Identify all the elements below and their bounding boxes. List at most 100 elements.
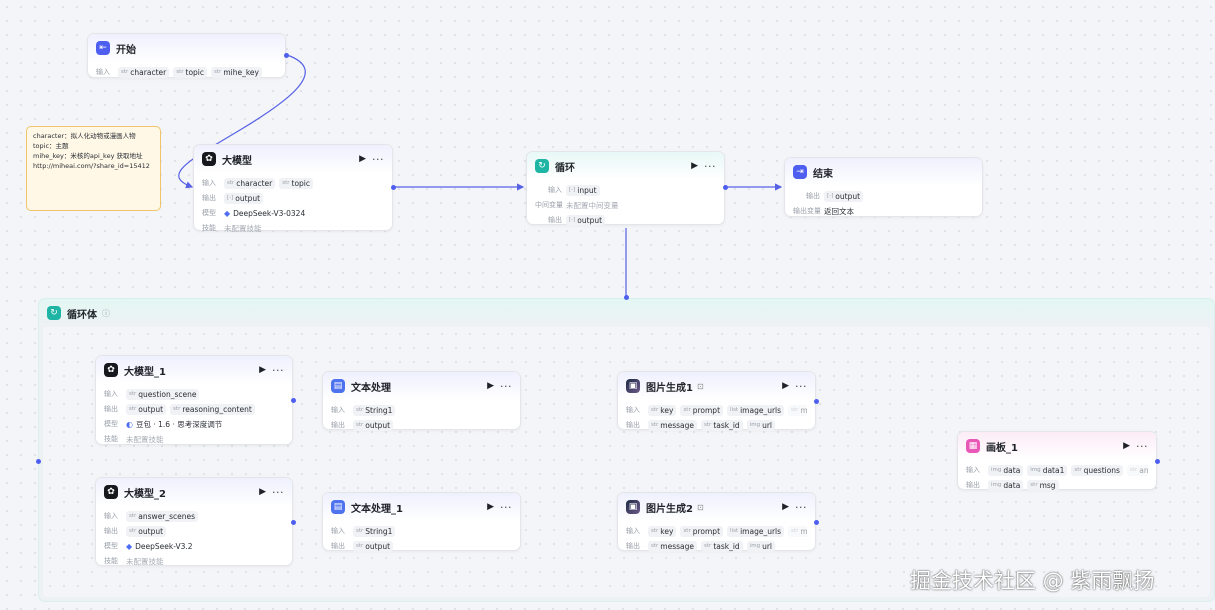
plugin-badge-icon: ⊡ [696, 381, 704, 391]
node-title: 大模型_2 [124, 488, 166, 500]
run-icon[interactable]: ▶ [359, 153, 366, 164]
output-label: 输出 [331, 421, 345, 429]
output-port[interactable] [291, 520, 296, 525]
more-icon[interactable]: ··· [372, 152, 384, 166]
board-icon: ▦ [966, 439, 980, 453]
output-port[interactable] [814, 520, 819, 525]
skill-label: 技能 [202, 224, 216, 232]
node-end[interactable]: ⇥ 结束 输出 [-]output 输出变量 返回文本 [784, 157, 983, 217]
skill-value: 未配置技能 [224, 223, 262, 233]
more-icon[interactable]: ··· [272, 363, 284, 377]
output-label: 输出 [548, 216, 562, 224]
input-label: 输入 [96, 68, 110, 76]
run-icon[interactable]: ▶ [259, 364, 266, 375]
output-label: 输出 [104, 405, 118, 413]
run-icon[interactable]: ▶ [1123, 440, 1130, 451]
more-icon[interactable]: ··· [795, 379, 807, 393]
input-label: 输入 [104, 390, 118, 398]
model-icon: ✿ [202, 152, 216, 166]
start-icon: ⇤ [96, 41, 110, 55]
node-loop[interactable]: ↻ 循环 ▶ ··· 输入 [-]input 中间变量 未配置中间变量 输出 [… [526, 151, 728, 226]
deepseek-icon: ◆ [224, 208, 231, 218]
text-process-icon: ▤ [331, 379, 345, 393]
run-icon[interactable]: ▶ [487, 501, 494, 512]
model-icon: ✿ [104, 485, 118, 499]
note-line: http://miheai.com/?share_id=15412 [33, 162, 150, 170]
more-icon[interactable]: ··· [704, 159, 716, 173]
skill-label: 技能 [104, 435, 118, 443]
node-title: 循环 [555, 162, 575, 174]
sticky-note[interactable]: character：拟人化动物或漫画人物 topic：主题 mihe_key：米… [26, 126, 161, 211]
model-icon: ✿ [104, 363, 118, 377]
run-icon[interactable]: ▶ [782, 380, 789, 391]
loop-icon: ↻ [47, 306, 61, 320]
node-title: 开始 [116, 44, 136, 56]
more-icon[interactable]: ··· [1136, 439, 1148, 453]
skill-label: 技能 [104, 557, 118, 565]
model-label: 模型 [104, 420, 118, 428]
output-var-value: 返回文本 [824, 206, 854, 216]
output-port[interactable] [391, 185, 396, 190]
model-name: DeepSeek-V3.2 [135, 541, 193, 551]
skill-value: 未配置技能 [126, 434, 164, 444]
param-chip: [-]input [566, 184, 600, 196]
info-icon[interactable]: ⓘ [102, 308, 110, 318]
more-icon[interactable]: ··· [272, 485, 284, 499]
output-label: 输出 [104, 527, 118, 535]
input-label: 输入 [202, 179, 216, 187]
output-port[interactable] [1155, 459, 1160, 464]
run-icon[interactable]: ▶ [691, 160, 698, 171]
node-title: 大模型_1 [124, 366, 166, 378]
loop-top-port[interactable] [624, 295, 629, 300]
param-chip: [-]output [566, 214, 606, 226]
param-chip: [-]output [224, 192, 264, 204]
run-icon[interactable]: ▶ [487, 380, 494, 391]
output-port[interactable] [723, 185, 728, 190]
plugin-badge-icon: ⊡ [696, 502, 704, 512]
model-label: 模型 [104, 542, 118, 550]
param-chip: [-]output [824, 190, 864, 202]
output-port[interactable] [291, 398, 296, 403]
output-port[interactable] [284, 53, 289, 58]
node-title: 文本处理_1 [351, 503, 403, 515]
output-port[interactable] [814, 399, 819, 404]
run-icon[interactable]: ▶ [782, 501, 789, 512]
node-title: 画板_1 [986, 442, 1018, 454]
node-title: 大模型 [222, 155, 252, 167]
run-icon[interactable]: ▶ [259, 486, 266, 497]
input-label: 输入 [548, 186, 562, 194]
more-icon[interactable]: ··· [795, 500, 807, 514]
image-plugin-icon: ▣ [626, 379, 640, 393]
loop-body-start-port[interactable] [36, 459, 41, 464]
more-icon[interactable]: ··· [500, 500, 512, 514]
deepseek-icon: ◆ [126, 541, 133, 551]
output-var-label: 输出变量 [793, 207, 821, 215]
more-icon[interactable]: ··· [500, 379, 512, 393]
